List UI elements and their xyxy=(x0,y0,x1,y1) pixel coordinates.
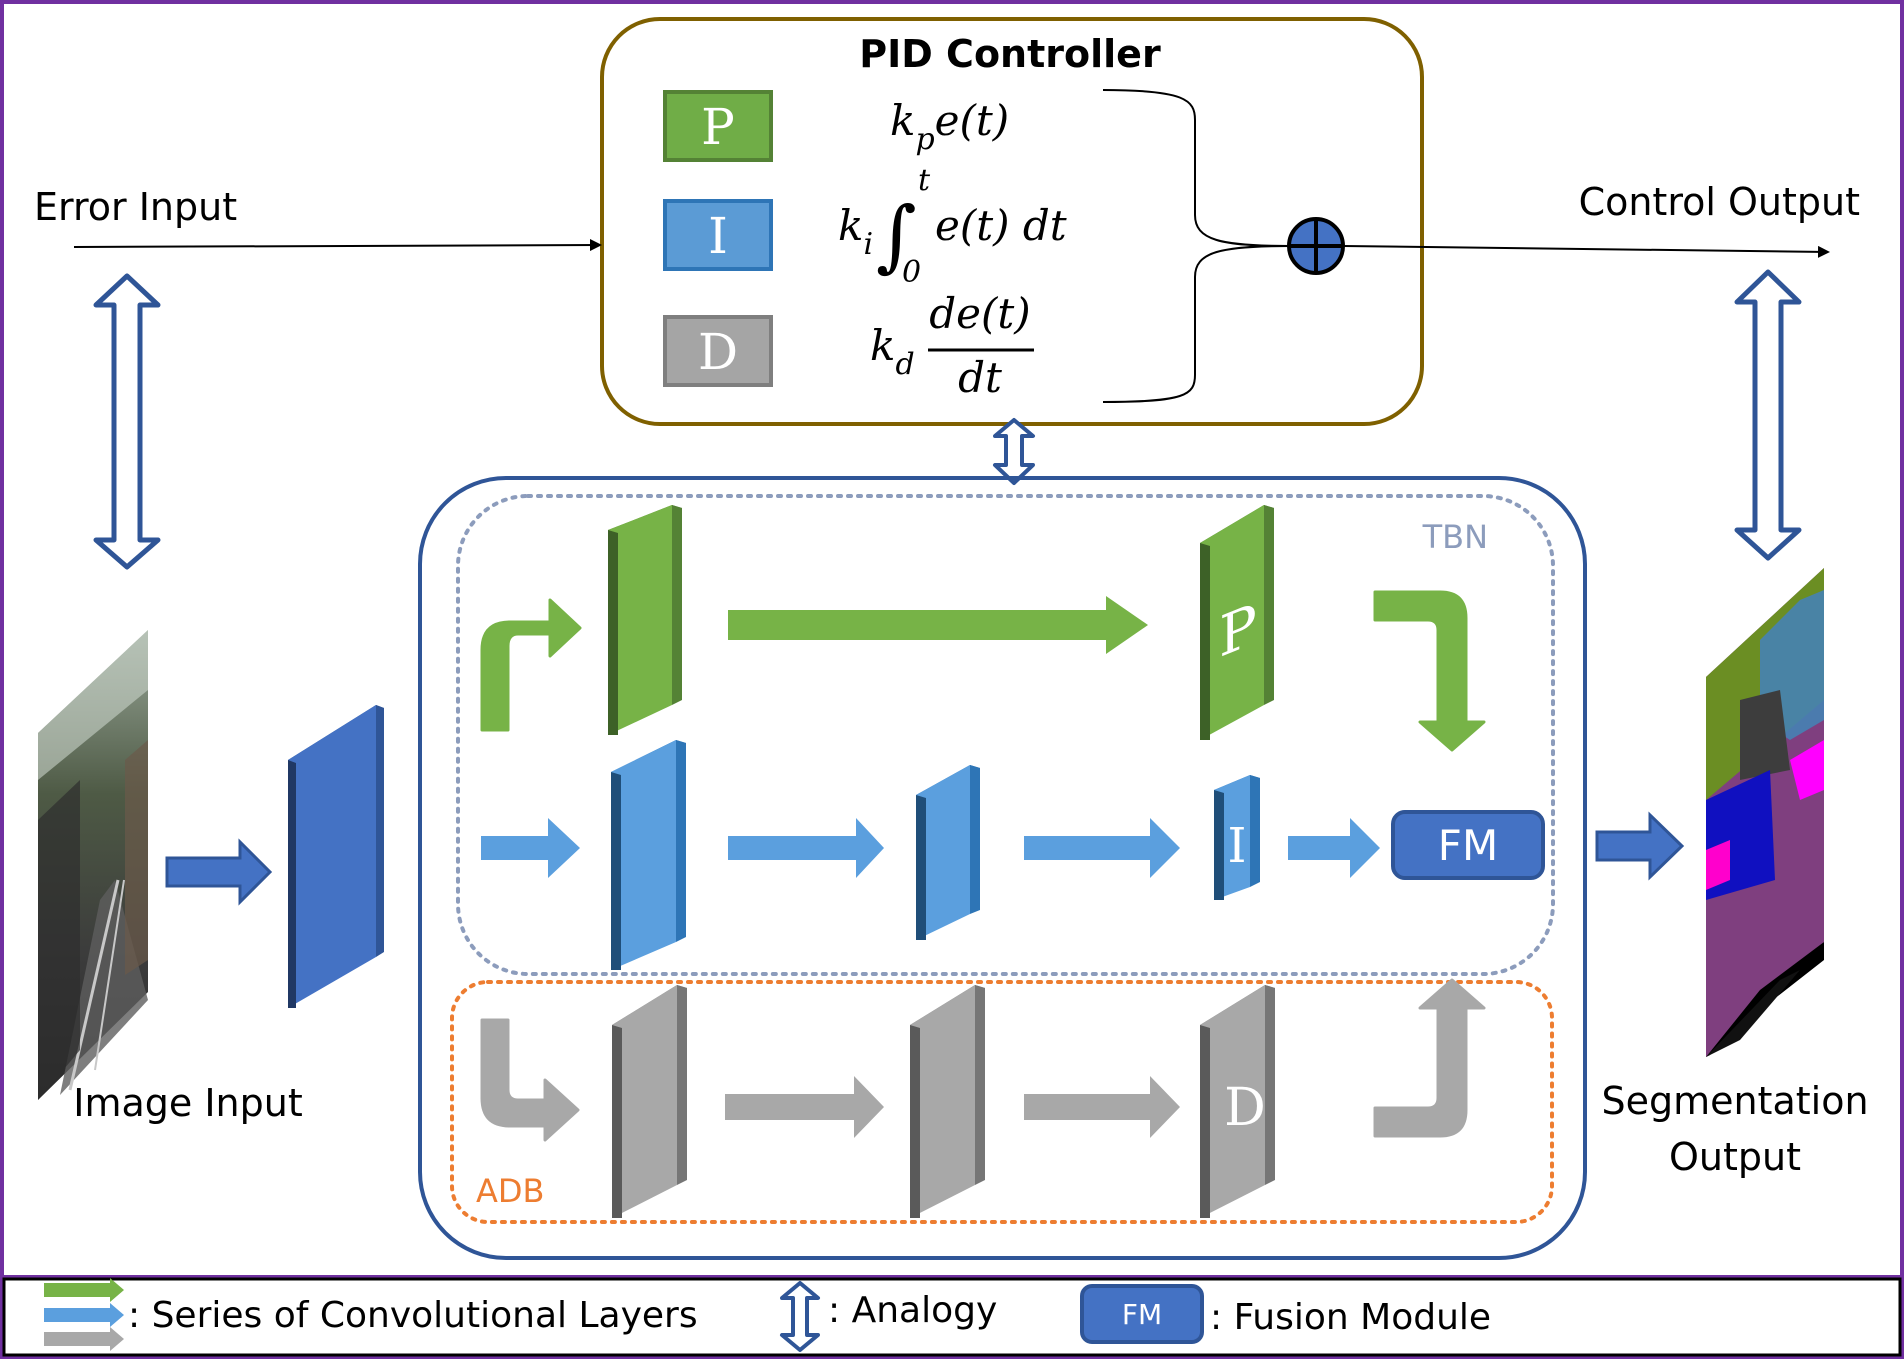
legend-box xyxy=(2,1277,1902,1357)
d-feature-map-1 xyxy=(612,985,687,1218)
segmentation-output-image xyxy=(1706,568,1824,1057)
formula-i-rest: e(t) dt xyxy=(935,201,1067,250)
segmentation-output-label-line1: Segmentation xyxy=(1601,1079,1868,1123)
p-feature-map-1 xyxy=(608,505,682,735)
analogy-arrow-right xyxy=(1734,269,1802,561)
d-block xyxy=(663,315,773,387)
image-input-label: Image Input xyxy=(73,1081,302,1125)
p-series-arrow xyxy=(728,596,1148,654)
formula-i-lower: 0 xyxy=(902,255,921,290)
legend-gray-arrow xyxy=(44,1327,124,1351)
legend-blue-arrow xyxy=(44,1303,124,1327)
formula-d-k: kd xyxy=(870,321,915,382)
fusion-module-label: FM xyxy=(1438,821,1498,870)
tbn-box xyxy=(456,494,1555,976)
legend-analogy-text: : Analogy xyxy=(828,1290,997,1331)
fm-to-output-arrow xyxy=(1595,811,1685,881)
analogy-arrow-left xyxy=(93,273,161,570)
encoder-feature-map xyxy=(288,705,384,1008)
analogy-arrow-center xyxy=(993,418,1035,485)
i-series-arrow-1 xyxy=(728,818,884,878)
input-to-encoder-arrow xyxy=(165,838,273,906)
formula-i-k: ki xyxy=(838,201,873,262)
tbn-label: TBN xyxy=(1422,518,1488,556)
formula-p: kpe(t) xyxy=(890,96,1009,157)
fusion-module-block xyxy=(1391,810,1545,880)
i-feature-letter: I xyxy=(1228,818,1247,874)
legend-conv-text: : Series of Convolutional Layers xyxy=(128,1295,698,1336)
p-feature-letter: P xyxy=(1219,590,1257,671)
i-feature-map-3: I xyxy=(1214,775,1260,900)
legend-green-arrow xyxy=(44,1278,124,1302)
segmentation-output-label-line2: Output xyxy=(1669,1135,1801,1179)
legend-fm-badge xyxy=(1080,1284,1204,1344)
formula-i-upper: t xyxy=(918,163,931,198)
adb-box xyxy=(450,980,1554,1224)
control-output-arrow xyxy=(1342,245,1830,258)
p-block-label: P xyxy=(701,98,735,156)
control-output-label: Control Output xyxy=(1579,180,1860,224)
legend-fusion-text: : Fusion Module xyxy=(1210,1297,1491,1338)
i-to-fm-arrow xyxy=(1288,818,1380,878)
d-feature-map-3: D xyxy=(1200,985,1275,1218)
p-block xyxy=(663,90,773,162)
p-branch-bend-arrow xyxy=(480,598,582,732)
d-branch-bend-arrow xyxy=(480,1018,580,1142)
p-feature-map-2: P xyxy=(1200,505,1274,740)
i-block-label: I xyxy=(708,207,728,265)
i-feature-map-2 xyxy=(916,765,980,940)
summation-node xyxy=(1287,217,1345,275)
p-to-fm-bend-arrow xyxy=(1373,590,1486,752)
formula-i-integral: ∫ xyxy=(876,191,917,281)
d-feature-map-2 xyxy=(910,985,985,1218)
legend: : Series of Convolutional Layers : Analo… xyxy=(44,1278,1491,1352)
network-box xyxy=(418,476,1587,1260)
error-input-arrow xyxy=(73,239,602,252)
d-block-label: D xyxy=(698,323,738,381)
pid-title: PID Controller xyxy=(859,32,1161,76)
i-input-arrow xyxy=(481,818,580,878)
legend-analogy-icon xyxy=(780,1281,820,1352)
pid-controller: PID Controller P I D kpe(t) ki ∫ t 0 e(t… xyxy=(600,17,1424,426)
formula-d-denominator: dt xyxy=(958,353,1002,402)
error-input-label: Error Input xyxy=(34,185,237,229)
adb-label: ADB xyxy=(476,1172,544,1210)
i-feature-map-1 xyxy=(611,740,686,970)
d-series-arrow-1 xyxy=(725,1076,884,1138)
legend-fm-badge-text: FM xyxy=(1122,1298,1162,1331)
i-block xyxy=(663,199,773,271)
formula-d-numerator: de(t) xyxy=(929,289,1030,338)
image-input-photo xyxy=(38,630,148,1100)
d-feature-letter: D xyxy=(1224,1078,1266,1138)
i-series-arrow-2 xyxy=(1024,818,1180,878)
d-to-fm-bend-arrow xyxy=(1373,978,1486,1138)
d-series-arrow-2 xyxy=(1024,1076,1180,1138)
